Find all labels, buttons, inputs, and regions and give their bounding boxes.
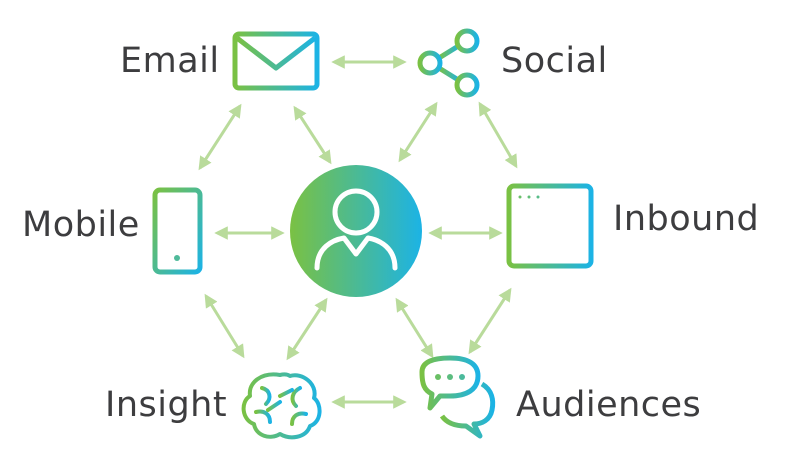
email-label: Email <box>120 41 220 81</box>
arrow-email-mobile <box>198 103 242 171</box>
social-label: Social <box>501 41 608 81</box>
audiences-label: Audiences <box>516 385 702 425</box>
arrow-social-inbound <box>478 101 518 169</box>
user-icon <box>314 188 398 271</box>
center-user-node <box>290 165 422 297</box>
arrow-mobile-insight <box>204 293 245 359</box>
chat-bubbles-icon <box>419 355 496 439</box>
arrow-center-audiences <box>395 297 434 359</box>
browser-window-icon <box>506 183 594 269</box>
arrow-center-insight <box>286 297 328 361</box>
envelope-icon <box>232 31 320 91</box>
mobile-label: Mobile <box>22 205 140 245</box>
arrow-email-center <box>293 105 332 165</box>
inbound-label: Inbound <box>613 199 760 239</box>
mobile-phone-icon <box>152 183 203 275</box>
insight-label: Insight <box>105 385 228 425</box>
arrow-social-center <box>398 101 438 163</box>
brain-icon <box>241 372 322 448</box>
arrow-inbound-audiences <box>468 287 512 355</box>
connector-arrows <box>198 55 518 409</box>
share-icon <box>417 28 480 98</box>
